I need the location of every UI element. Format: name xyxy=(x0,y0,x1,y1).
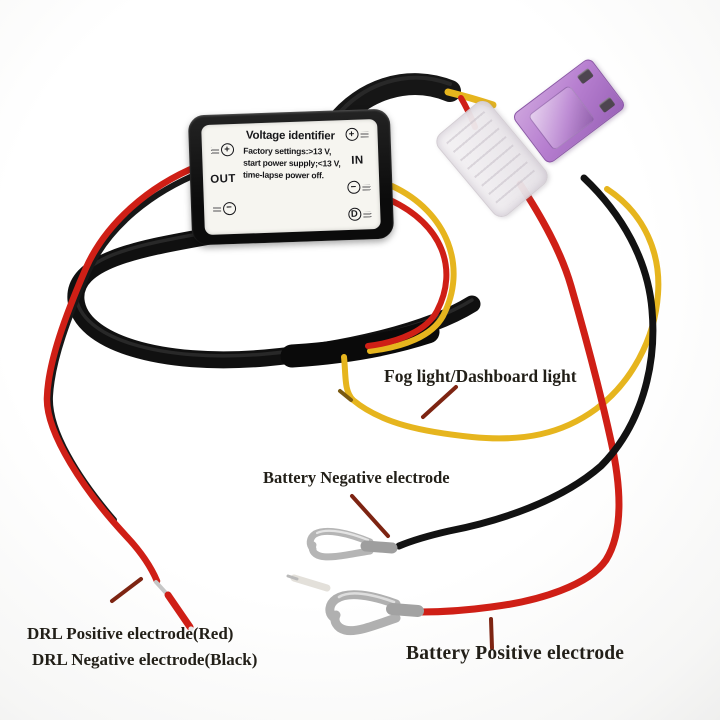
in-port-column: + IN − D xyxy=(339,124,376,225)
white-wire-tip-metal xyxy=(286,574,299,581)
drl-red-wire-end xyxy=(164,591,194,631)
fuse-blade-slot xyxy=(576,67,594,85)
fuse-blade-slot xyxy=(598,96,616,114)
out-port-column: + OUT − xyxy=(205,129,240,230)
module-title: Voltage identifier xyxy=(245,129,335,143)
in-negative-row: − xyxy=(346,180,370,195)
drl-arrow xyxy=(110,577,143,603)
fog-light-annotation: Fog light/Dashboard light xyxy=(384,366,577,386)
module-text-block: Voltage identifier Factory settings:>13 … xyxy=(239,127,342,228)
drl-red-stripped-section xyxy=(154,580,168,595)
yellow-wire-stripped-tip xyxy=(338,389,353,402)
tiny-label-mark xyxy=(361,183,370,191)
battery-negative-arrow xyxy=(350,494,390,538)
out-positive-row: + xyxy=(210,143,234,157)
yellow-fog-light-wire xyxy=(341,186,662,442)
plus-symbol: + xyxy=(220,143,234,157)
in-label: IN xyxy=(351,154,364,167)
settings-line-2: start power supply;<13 V, xyxy=(243,157,341,169)
drl-positive-annotation: DRL Positive electrode(Red) xyxy=(27,624,234,643)
minus-symbol: − xyxy=(346,180,361,195)
black-fork-terminal-lower xyxy=(308,541,374,561)
battery-negative-annotation: Battery Negative electrode xyxy=(263,468,450,487)
minus-symbol: − xyxy=(222,201,236,216)
black-battery-negative-wire xyxy=(395,174,657,550)
module-label: + OUT − Voltage identifier Factory setti… xyxy=(201,118,381,236)
plus-symbol: + xyxy=(344,127,359,142)
fog-light-arrow xyxy=(421,385,458,419)
out-label: OUT xyxy=(210,172,236,186)
in-positive-row: + xyxy=(344,127,369,142)
tiny-label-mark xyxy=(362,210,371,218)
cable-sheath xyxy=(280,320,440,368)
red-fork-crimp xyxy=(386,603,424,617)
delay-row: D xyxy=(347,207,371,222)
tiny-label-mark xyxy=(210,147,219,154)
drl-negative-annotation: DRL Negative electrode(Black) xyxy=(32,650,258,669)
red-battery-positive-wire xyxy=(417,180,623,616)
red-pair-arc xyxy=(365,197,450,349)
red-fork-terminal xyxy=(325,590,401,622)
red-fork-highlight xyxy=(337,592,396,604)
out-negative-row: − xyxy=(212,201,236,216)
battery-positive-annotation: Battery Positive electrode xyxy=(406,643,625,664)
drl-red-wire-tip xyxy=(188,626,194,632)
battery-positive-arrow xyxy=(489,617,494,650)
tiny-label-mark xyxy=(212,205,221,212)
black-fork-crimp xyxy=(360,540,398,554)
yellow-pair-arc xyxy=(367,183,457,354)
module-settings-text: Factory settings:>13 V, start power supp… xyxy=(239,145,341,182)
delay-symbol: D xyxy=(347,207,362,222)
white-wire-tip xyxy=(290,574,331,592)
black-fork-highlight xyxy=(315,529,370,542)
voltage-identifier-module: + OUT − Voltage identifier Factory setti… xyxy=(187,108,395,246)
tiny-label-mark xyxy=(359,130,369,138)
drl-red-wire xyxy=(43,162,202,585)
red-fork-terminal-lower xyxy=(330,610,401,636)
settings-line-1: Factory settings:>13 V, xyxy=(243,145,332,157)
settings-line-3: time-lapse power off. xyxy=(242,169,324,181)
harness-highlight xyxy=(334,75,452,119)
